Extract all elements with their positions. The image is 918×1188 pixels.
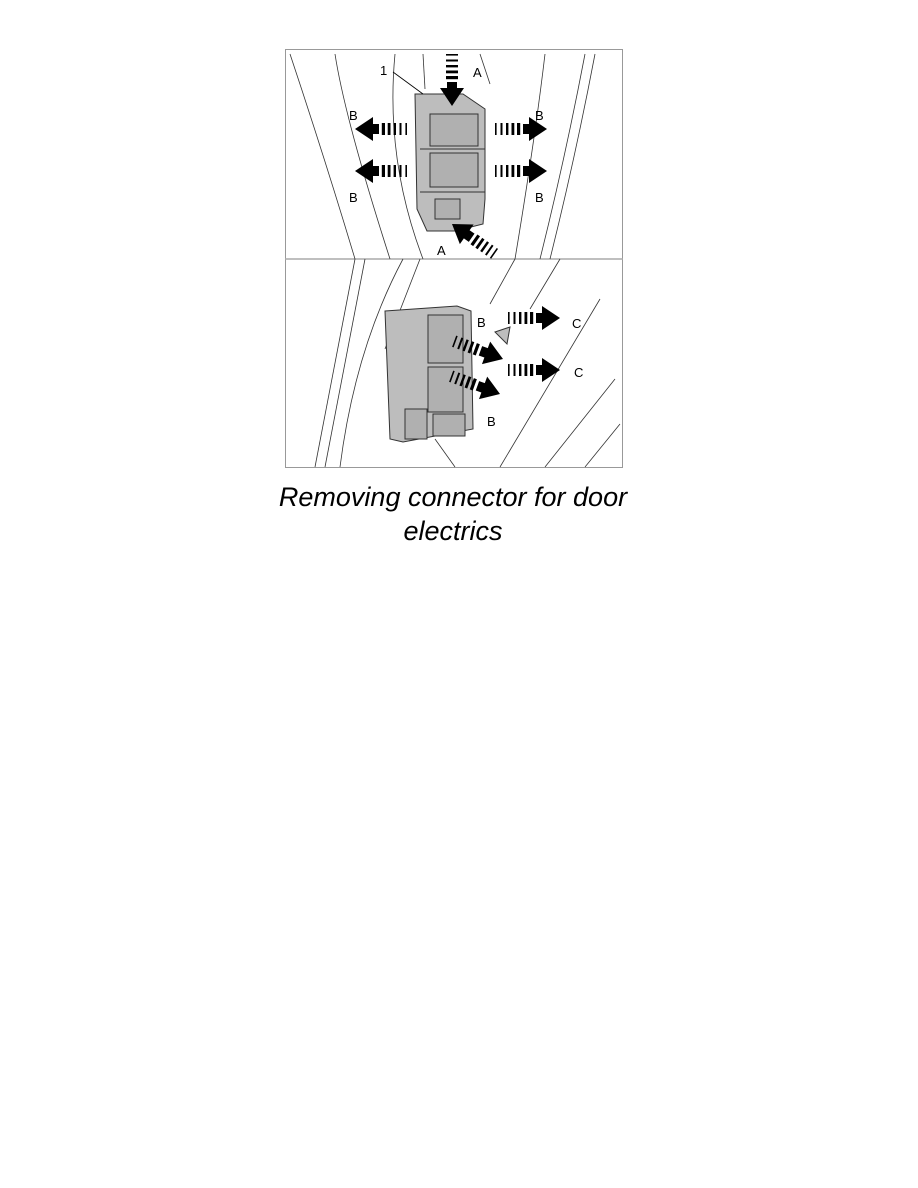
- push-arrow: [452, 335, 503, 365]
- label-b: B: [535, 108, 544, 123]
- push-arrow: [440, 54, 464, 106]
- push-arrow: [355, 159, 407, 183]
- caption-line-2: electrics: [403, 516, 503, 546]
- connector-top: [414, 93, 486, 232]
- label-b: B: [349, 108, 358, 123]
- caption-line-1: Removing connector for door: [278, 482, 628, 512]
- figure-caption: Removing connector for door electrics: [200, 480, 706, 548]
- diagram-svg: 1 A B B B B A B C C B: [285, 49, 623, 468]
- label-b: B: [477, 315, 486, 330]
- label-b: B: [535, 190, 544, 205]
- label-a-bottom: A: [437, 243, 446, 258]
- push-arrow: [355, 117, 407, 141]
- label-a-top: A: [473, 65, 482, 80]
- push-arrow: [449, 370, 500, 400]
- label-b: B: [487, 414, 496, 429]
- label-c: C: [574, 365, 583, 380]
- push-arrow: [452, 224, 499, 259]
- callout-leader: [392, 71, 424, 95]
- connector-removal-diagram: 1 A B B B B A B C C B: [285, 49, 623, 469]
- connector-bottom: [384, 305, 511, 443]
- push-arrow: [495, 159, 547, 183]
- callout-1: 1: [380, 63, 387, 78]
- background-lines: [289, 53, 621, 468]
- push-arrow: [508, 358, 560, 382]
- arrows-group: [355, 54, 560, 400]
- label-c: C: [572, 316, 581, 331]
- push-arrow: [508, 306, 560, 330]
- push-arrow: [495, 117, 547, 141]
- label-b: B: [349, 190, 358, 205]
